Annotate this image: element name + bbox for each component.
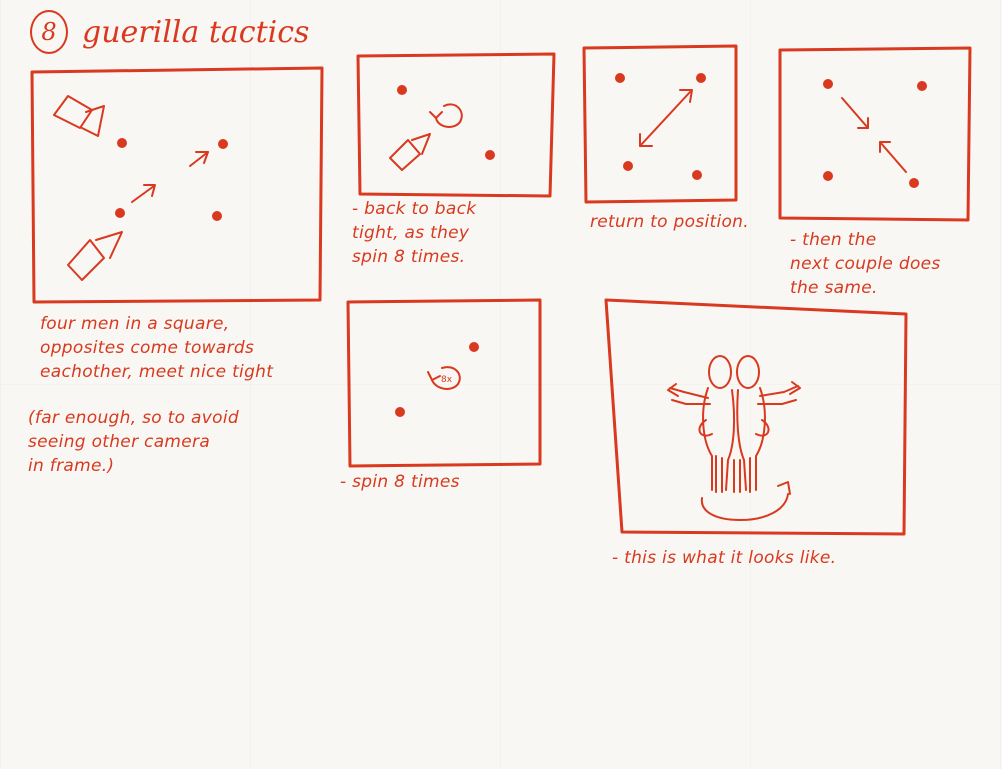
person-dot (623, 161, 633, 171)
camera-icon (54, 96, 104, 136)
panel-4-caption: - then the next couple does the same. (790, 228, 941, 300)
person-dot (823, 79, 833, 89)
movement-arrow-icon (880, 142, 906, 172)
panel-6-caption: - this is what it looks like. (612, 546, 836, 570)
person-dot (117, 138, 127, 148)
movement-arrow-icon (190, 152, 208, 166)
panel-6 (606, 300, 906, 534)
panel-6-frame (606, 300, 906, 534)
panel-5: 8x (348, 300, 540, 466)
person-dot (917, 81, 927, 91)
person-dot (218, 139, 228, 149)
spin-count-mark: 8x (441, 375, 453, 385)
panel-1-caption: four men in a square, opposites come tow… (40, 312, 273, 384)
camera-icon (390, 134, 430, 170)
person-dot (395, 407, 405, 417)
panel-3 (584, 46, 736, 202)
panel-5-caption: - spin 8 times (340, 470, 460, 494)
person-dot (692, 170, 702, 180)
panel-2 (358, 54, 554, 196)
person-dot (823, 171, 833, 181)
person-dot (115, 208, 125, 218)
person-dot (397, 85, 407, 95)
person-dot (485, 150, 495, 160)
movement-arrow-icon (640, 90, 692, 146)
person-dot (615, 73, 625, 83)
panel-4 (780, 48, 970, 220)
person-dot (469, 342, 479, 352)
person-dot (212, 211, 222, 221)
person-dot (696, 73, 706, 83)
person-dot (909, 178, 919, 188)
panel-4-frame (780, 48, 970, 220)
movement-arrow-icon (842, 98, 868, 128)
camera-icon (68, 232, 122, 280)
panel-1-note: (far enough, so to avoid seeing other ca… (28, 406, 239, 478)
movement-arrow-icon (132, 185, 155, 202)
spin-arrow-icon (430, 104, 462, 127)
panel-1 (32, 68, 322, 302)
panel-3-caption: return to position. (590, 210, 749, 234)
back-to-back-figures (668, 356, 800, 492)
panel-2-caption: - back to back tight, as they spin 8 tim… (352, 197, 476, 269)
panel-1-frame (32, 68, 322, 302)
